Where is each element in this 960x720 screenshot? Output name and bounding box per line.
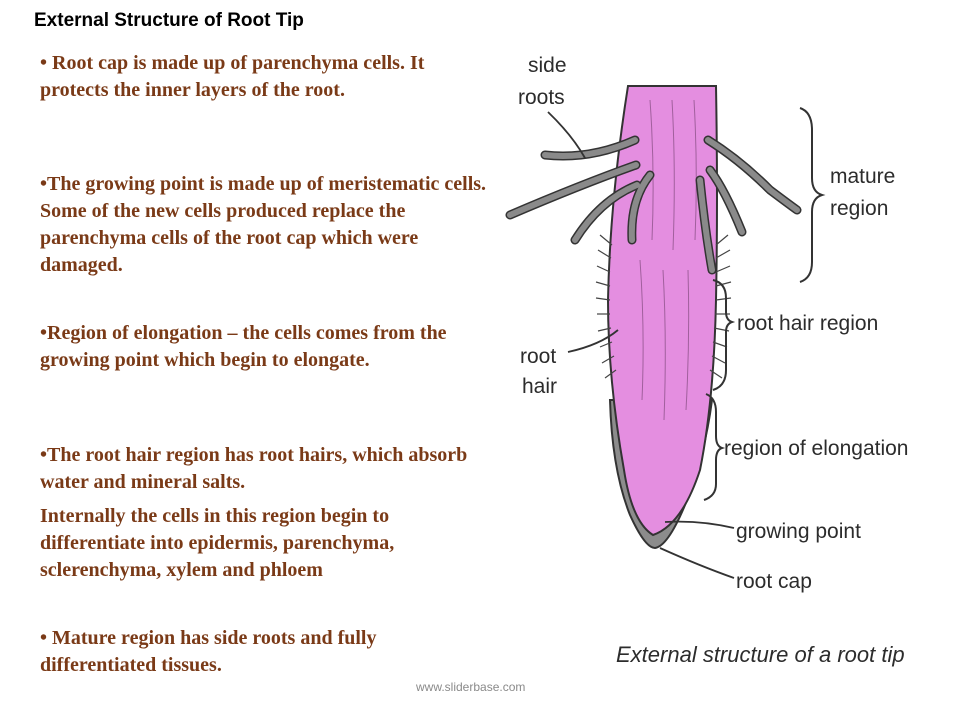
root-body-texture (639, 99, 697, 421)
label-side-roots-line2: roots (518, 86, 565, 109)
label-root-cap: root cap (736, 570, 812, 593)
leader-lines (547, 111, 735, 579)
label-side-roots-line1: side (528, 54, 567, 77)
label-mature-region-line1: mature (830, 165, 895, 188)
label-root-hair-line2: hair (522, 375, 557, 398)
label-mature-region-line2: region (830, 197, 888, 220)
root-tip-diagram: side roots mature region root hair regio… (505, 54, 908, 667)
region-braces (703, 107, 826, 501)
bullet-root-hair-internal: Internally the cells in this region begi… (40, 505, 395, 581)
root-hairs (595, 234, 732, 379)
label-region-of-elongation: region of elongation (724, 437, 908, 460)
side-roots (505, 135, 802, 275)
root-body (606, 85, 718, 537)
bullet-region-of-elongation: •Region of elongation – the cells comes … (40, 322, 447, 371)
diagram-caption: External structure of a root tip (616, 642, 905, 667)
bullet-mature-region: • Mature region has side roots and fully… (40, 627, 377, 676)
label-growing-point: growing point (736, 520, 861, 543)
watermark: www.sliderbase.com (416, 680, 526, 694)
slide-title: External Structure of Root Tip (34, 10, 304, 31)
bullet-root-hair-region: •The root hair region has root hairs, wh… (40, 444, 468, 493)
bullet-root-cap: • Root cap is made up of parenchyma cell… (40, 52, 425, 101)
label-root-hair-line1: root (520, 345, 556, 368)
label-root-hair-region: root hair region (737, 312, 878, 335)
bullet-growing-point: •The growing point is made up of meriste… (40, 173, 487, 276)
